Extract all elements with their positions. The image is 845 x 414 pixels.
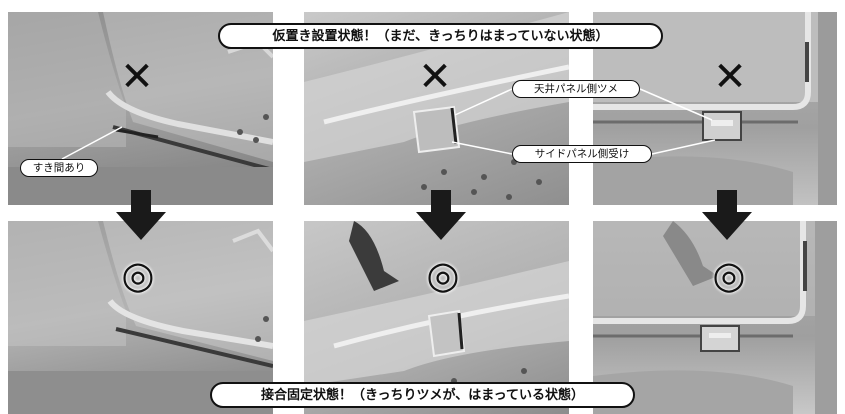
photo-bottom-right-illustration [593,221,837,414]
photo-bottom-right [593,221,837,414]
banner-fixed-state: 接合固定状態！（きっちりツメが、はまっている状態） [210,382,635,408]
cross-mark-icon: ✕ [120,54,154,100]
cross-mark-icon: ✕ [713,54,747,100]
banner-temporary-state: 仮置き設置状態！（まだ、きっちりはまっていない状態） [218,23,663,49]
photo-top-right-illustration [593,12,837,205]
photo-bottom-left [8,221,273,414]
down-arrow-icon [702,190,752,240]
cross-mark-icon: ✕ [418,54,452,100]
double-circle-icon: ◎ [712,253,746,297]
callout-side-receiver: サイドパネル側受け [512,145,652,163]
callout-gap: すき間あり [20,159,98,177]
down-arrow-icon [116,190,166,240]
photo-top-right [593,12,837,205]
double-circle-icon: ◎ [121,253,155,297]
double-circle-icon: ◎ [426,253,460,297]
callout-ceiling-claw: 天井パネル側ツメ [512,80,640,98]
photo-bottom-center-illustration [304,221,569,406]
photo-bottom-center [304,221,569,414]
down-arrow-icon [416,190,466,240]
photo-bottom-left-illustration [8,221,273,414]
